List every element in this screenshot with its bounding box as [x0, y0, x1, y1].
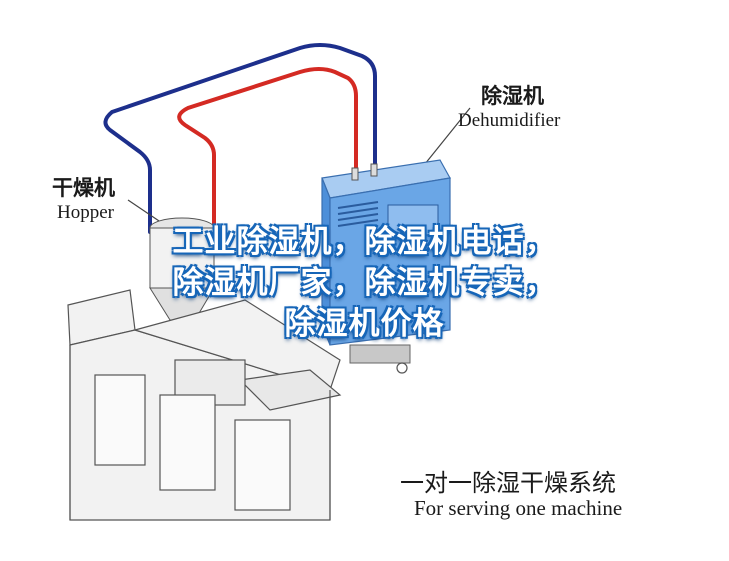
watermark-overlay-text: 工业除湿机，除湿机电话， 除湿机厂家，除湿机专卖， 除湿机价格 — [0, 222, 729, 345]
overlay-line-2: 除湿机厂家，除湿机专卖， — [172, 265, 557, 301]
injection-molding-machine — [67, 289, 342, 521]
system-caption-cn: 一对一除湿干燥系统 — [400, 469, 616, 497]
overlay-line-1: 工业除湿机，除湿机电话， — [172, 224, 557, 260]
dehumidifier-unit — [321, 159, 451, 374]
overlay-line-3: 除湿机价格 — [284, 306, 445, 342]
blue-pipe — [103, 43, 377, 234]
red-pipe — [177, 67, 358, 234]
system-caption-en: For serving one machine — [414, 496, 623, 520]
dehumidifier-label-en: Dehumidifier — [458, 110, 561, 131]
dehumidifier-label-cn: 除湿机 — [481, 84, 544, 108]
hopper-label-cn: 干燥机 — [52, 176, 115, 200]
hopper-label-en: Hopper — [57, 202, 114, 223]
hopper-dryer — [149, 217, 215, 339]
